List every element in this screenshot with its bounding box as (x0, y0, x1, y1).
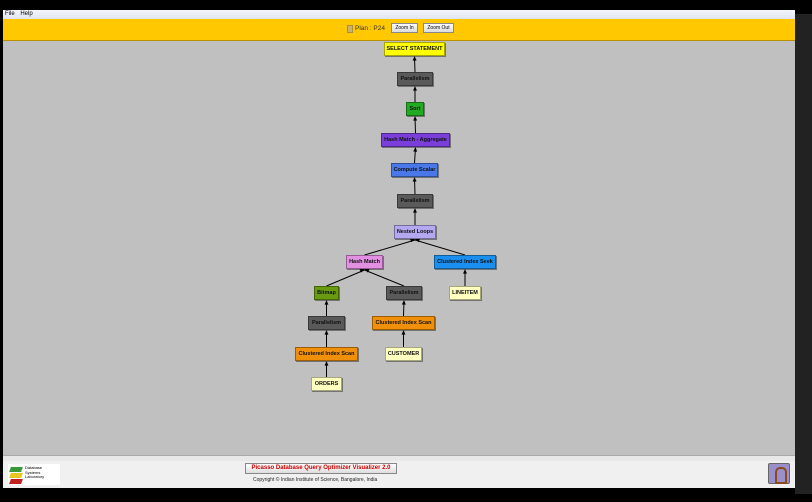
arrowhead-icon (413, 116, 418, 121)
menu-file[interactable]: File (5, 11, 15, 17)
plan-node-orders[interactable]: ORDERS (311, 377, 342, 391)
plan-node-parallelism[interactable]: Parallelism (386, 286, 422, 300)
plan-node-bitmap[interactable]: Bitmap (314, 286, 339, 300)
plan-node-select-statement[interactable]: SELECT STATEMENT (384, 42, 445, 56)
window-shadow (795, 14, 812, 494)
plan-edge (364, 239, 416, 256)
arrowhead-icon (324, 361, 329, 366)
plan-node-lineitem[interactable]: LINEITEM (449, 286, 481, 300)
menu-help[interactable]: Help (20, 11, 33, 17)
copyright-text: Copyright © Indian Institute of Science,… (253, 477, 378, 483)
app-window: File Help Plan : P24 Zoom In Zoom Out SE… (3, 10, 795, 488)
arrowhead-icon (415, 238, 420, 243)
plan-edge (326, 269, 365, 287)
plan-node-sort[interactable]: Sort (406, 102, 424, 116)
plan-node-compute-scalar[interactable]: Compute Scalar (391, 163, 438, 177)
arrowhead-icon (401, 330, 406, 335)
plan-node-parallelism[interactable]: Parallelism (397, 194, 433, 208)
plan-edge (414, 239, 466, 256)
arrowhead-icon (412, 56, 417, 61)
arrowhead-icon (324, 330, 329, 335)
plan-node-clustered-index-scan[interactable]: Clustered Index Scan (372, 316, 435, 330)
arrowhead-icon (412, 177, 417, 182)
plan-edge (364, 269, 405, 287)
plan-node-clustered-index-scan[interactable]: Clustered Index Scan (295, 347, 358, 361)
arrowhead-icon (359, 269, 365, 273)
arrowhead-icon (463, 269, 467, 274)
toolbar: Plan : P24 Zoom In Zoom Out (3, 19, 795, 41)
plan-node-hash-match-aggregate[interactable]: Hash Match - Aggregate (381, 133, 450, 147)
horizontal-scrollbar[interactable] (3, 455, 795, 461)
plan-label: Plan : P24 (355, 25, 385, 32)
plan-node-clustered-index-seek[interactable]: Clustered Index Seek (434, 255, 496, 269)
plan-node-customer[interactable]: CUSTOMER (385, 347, 422, 361)
arrowhead-icon (324, 300, 329, 305)
arrowhead-icon (413, 208, 417, 213)
arrowhead-icon (413, 86, 417, 91)
plan-node-hash-match[interactable]: Hash Match (346, 255, 383, 269)
plan-node-nested-loops[interactable]: Nested Loops (394, 225, 436, 239)
iisc-emblem-icon (768, 463, 790, 484)
plan-edges (324, 56, 467, 377)
arrowhead-icon (410, 238, 415, 243)
arrowhead-icon (401, 300, 406, 305)
menu-bar: File Help (3, 10, 795, 19)
app-title-button[interactable]: Picasso Database Query Optimizer Visuali… (245, 463, 397, 474)
zoom-out-button[interactable]: Zoom Out (423, 23, 454, 33)
plan-node-parallelism[interactable]: Parallelism (397, 72, 433, 86)
arrowhead-icon (364, 269, 370, 273)
plan-checkbox[interactable] (347, 25, 353, 33)
arrowhead-icon (413, 147, 418, 152)
zoom-in-button[interactable]: Zoom In (391, 23, 418, 33)
plan-node-parallelism[interactable]: Parallelism (308, 316, 345, 330)
